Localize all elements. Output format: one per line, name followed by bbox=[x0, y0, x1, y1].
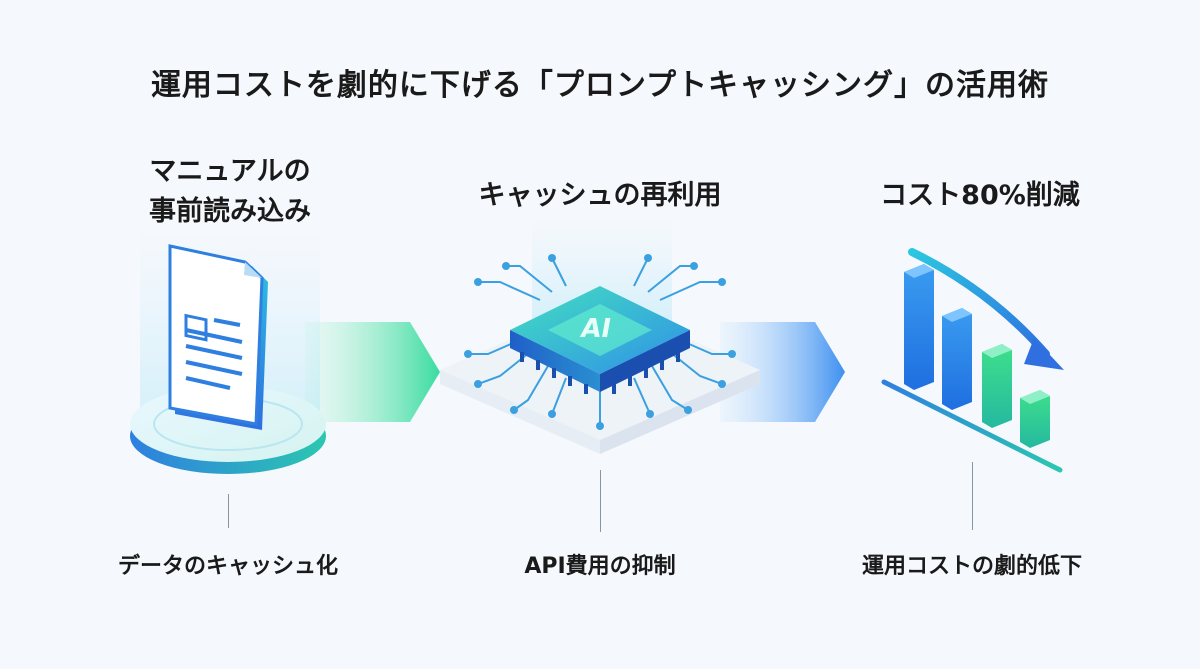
declining-bar-chart-icon bbox=[881, 248, 1064, 473]
step-2-heading-line-1: キャッシュの再利用 bbox=[478, 180, 722, 211]
step-3-caption: 運用コストの劇的低下 bbox=[861, 554, 1082, 579]
step-1-heading-line-2: 事前読み込み bbox=[149, 196, 311, 227]
step-1-heading: マニュアルの 事前読み込み bbox=[110, 152, 350, 232]
ai-chip-label: AI bbox=[578, 314, 614, 344]
step-2-caption: API費用の抑制 bbox=[524, 554, 676, 579]
page-title: 運用コストを劇的に下げる「プロンプトキャッシング」の活用術 bbox=[150, 68, 1050, 103]
flow-arrow-1 bbox=[305, 322, 440, 422]
document-icon bbox=[130, 230, 326, 474]
step-3-heading-line-1: コスト80%削減 bbox=[880, 180, 1080, 211]
step-1-heading-line-1: マニュアルの bbox=[149, 156, 311, 187]
step-3-connector bbox=[972, 462, 973, 530]
step-1-connector bbox=[228, 494, 229, 528]
step-1-caption: データのキャッシュ化 bbox=[117, 554, 338, 579]
step-2-connector bbox=[600, 470, 601, 532]
ai-chip-icon bbox=[440, 220, 760, 454]
step-2-heading: キャッシュの再利用 bbox=[430, 176, 770, 216]
step-3-heading: コスト80%削減 bbox=[830, 176, 1130, 216]
flow-arrow-2 bbox=[720, 322, 845, 422]
